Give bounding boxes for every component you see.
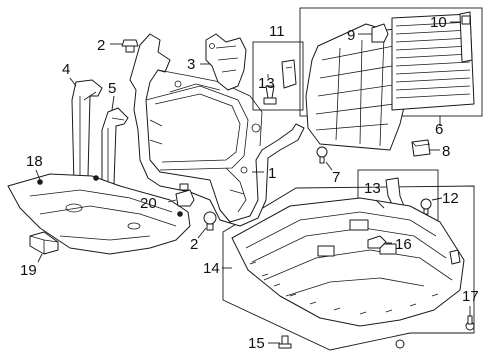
callout-13-bottom: 13 <box>364 180 381 197</box>
clip-17-top <box>449 249 461 265</box>
callout-17: 17 <box>462 288 479 305</box>
callout-14: 14 <box>203 260 220 277</box>
callout-8: 8 <box>442 143 450 160</box>
callout-2-bottom: 2 <box>190 236 198 253</box>
shutter-vanes <box>391 13 475 111</box>
bolt-15b <box>395 339 405 349</box>
callout-1: 1 <box>268 165 276 182</box>
callout-6: 6 <box>435 121 443 138</box>
pin-7 <box>316 146 328 164</box>
callout-3: 3 <box>187 56 195 73</box>
bracket-3 <box>205 33 247 91</box>
leader-20 <box>167 199 177 203</box>
callout-18: 18 <box>26 153 43 170</box>
callout-10: 10 <box>430 14 447 31</box>
motor-8 <box>411 139 431 157</box>
callout-16: 16 <box>395 236 412 253</box>
leader-19 <box>37 253 43 263</box>
callout-11: 11 <box>269 23 285 40</box>
radiator-support <box>129 33 305 227</box>
leader-13b <box>375 199 385 209</box>
callout-20: 20 <box>140 195 157 212</box>
deflector-5 <box>101 107 129 197</box>
callout-5: 5 <box>108 80 116 97</box>
group-box-14 <box>222 185 475 351</box>
callout-9: 9 <box>347 27 355 44</box>
callout-4: 4 <box>62 61 70 78</box>
callout-2-top: 2 <box>97 37 105 54</box>
leader-12 <box>431 197 443 201</box>
clip-9 <box>371 23 389 43</box>
fastener-16 <box>367 235 387 249</box>
air-deflector <box>231 197 465 327</box>
callout-7: 7 <box>332 169 340 186</box>
bolt-15 <box>278 335 292 349</box>
screw-17 <box>465 315 475 331</box>
deflector-4 <box>71 79 103 191</box>
bolt-2-top <box>121 39 139 53</box>
fastener-13-top <box>263 85 277 105</box>
shutter-frame <box>305 23 415 151</box>
bracket-11 <box>281 59 297 89</box>
leader-4 <box>69 77 77 87</box>
bolt-2-bottom <box>203 211 217 231</box>
leader-5 <box>111 95 115 111</box>
bracket-20 <box>175 183 195 207</box>
callout-15: 15 <box>248 335 265 352</box>
callout-13-top: 13 <box>258 75 275 92</box>
actuator-10 <box>459 11 473 63</box>
leader-7 <box>325 161 333 171</box>
callout-12: 12 <box>442 190 459 207</box>
splash-shield-18 <box>7 173 191 255</box>
clip-19 <box>29 231 59 255</box>
leader-18 <box>35 169 41 181</box>
callout-19: 19 <box>20 262 37 279</box>
group-box-11 <box>252 41 304 111</box>
leader-2b <box>197 227 207 239</box>
